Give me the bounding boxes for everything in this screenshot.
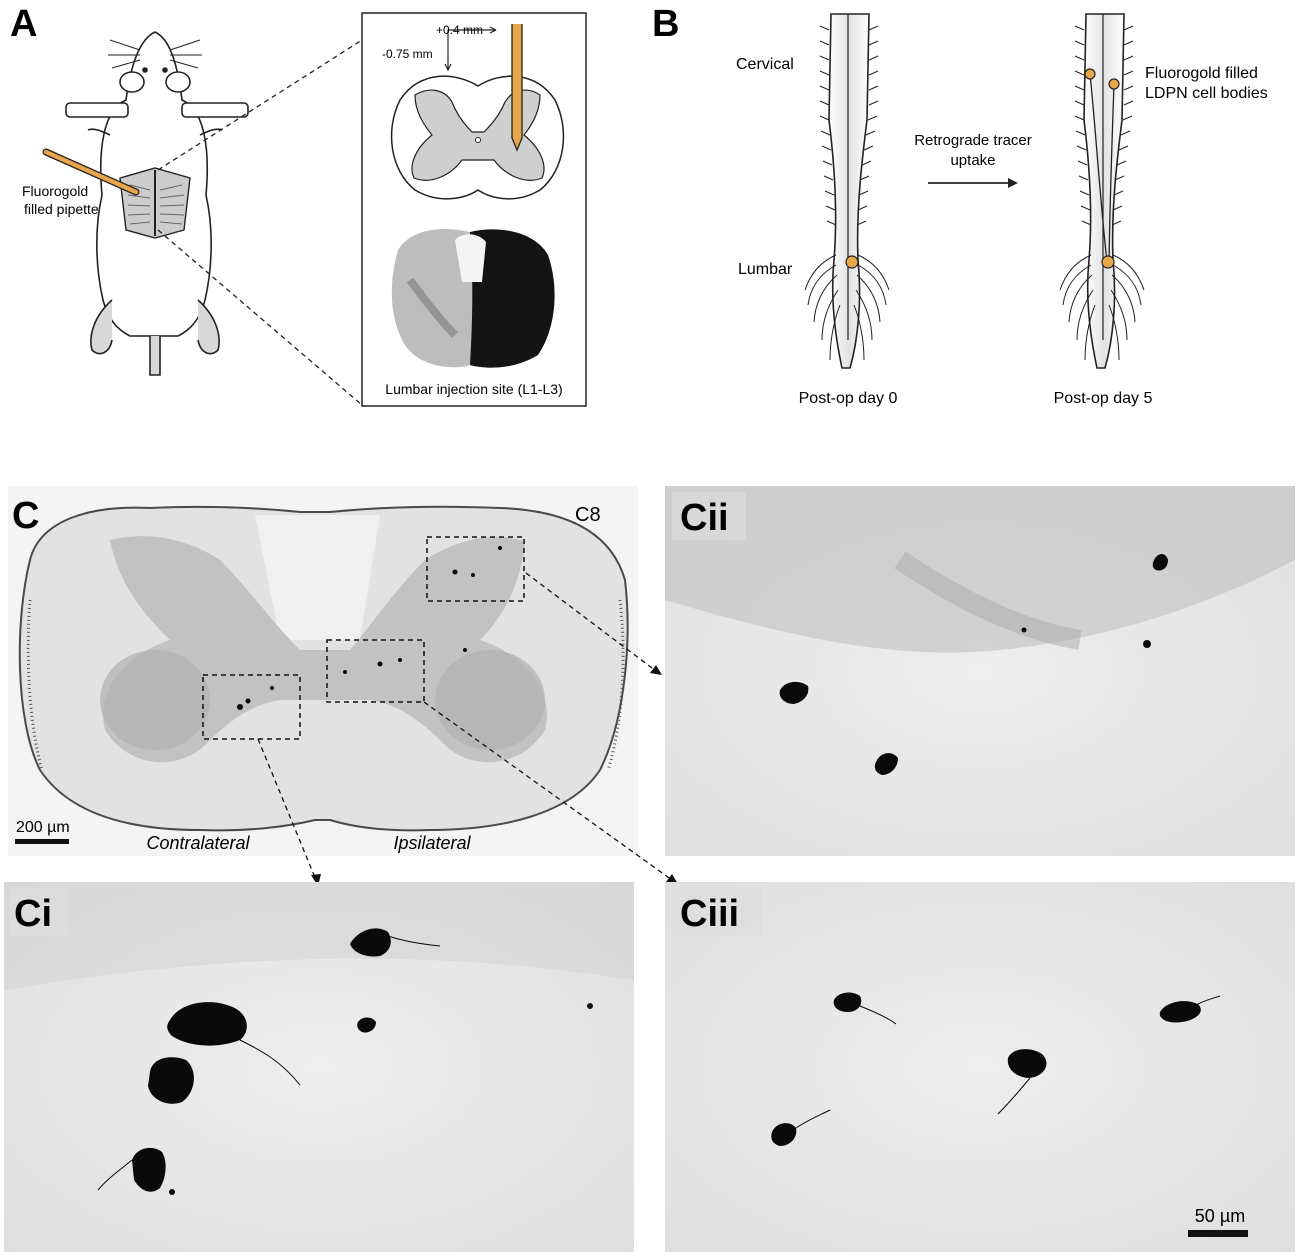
pointer-arrows [257, 572, 673, 881]
injection-cell-body-day5 [1101, 255, 1115, 269]
spinal-cord-day0 [804, 13, 890, 369]
ear-bar-right [181, 102, 249, 118]
c8-cross-section [18, 505, 629, 832]
panel-ci: Ci [4, 882, 634, 1252]
panel-ci-letter: Ci [14, 893, 52, 935]
dv-arrow [444, 44, 452, 72]
spinal-cord-day5 [1059, 13, 1145, 369]
panel-cii: Cii [665, 486, 1295, 856]
pipette-icon [42, 148, 140, 196]
scale-bar-200 [15, 839, 69, 844]
panel-b-letter: B [652, 3, 679, 45]
panel-b: B Cervical Lumbar Post-op day 0 Retrogra… [652, 3, 1268, 407]
panel-ciii-letter: Ciii [680, 893, 739, 935]
exposed-spine [119, 167, 191, 239]
panel-a: A [10, 3, 587, 407]
zoom-line-top [157, 39, 363, 171]
ciii-micrograph [665, 882, 1295, 1252]
ciii-letter-backdrop [672, 888, 762, 936]
arrowhead-ciii [666, 874, 678, 884]
roi-cii-box[interactable] [426, 536, 525, 602]
cervical-label: Cervical [736, 56, 794, 73]
panel-cii-letter: Cii [680, 497, 729, 539]
pipette-label-line2: filled pipette [24, 201, 99, 217]
panel-c: C C8 200 µm Contralateral Ipsilateral [8, 486, 678, 886]
inset-pipette-icon [511, 24, 523, 152]
ap-arrow [447, 26, 497, 44]
ear-bar-left [65, 102, 129, 118]
ldpn-cell-body-2 [1108, 78, 1120, 90]
coord-dv-label: -0.75 mm [382, 47, 433, 61]
arrowhead-cii [650, 665, 662, 675]
arrow-label-line2: uptake [950, 152, 995, 169]
lumbar-label: Lumbar [738, 261, 793, 278]
panel-ciii: Ciii 50 µm [665, 882, 1295, 1252]
filled-label-line2: LDPN cell bodies [1145, 85, 1268, 102]
contralateral-label: Contralateral [146, 833, 250, 853]
ci-letter-backdrop [10, 888, 68, 936]
filled-label-line1: Fluorogold filled [1145, 65, 1258, 82]
inset-caption: Lumbar injection site (L1-L3) [385, 381, 562, 397]
day0-label: Post-op day 0 [799, 390, 898, 407]
scale-bar-50 [1188, 1230, 1248, 1237]
roi-ciii-box[interactable] [326, 639, 425, 703]
panel-a-letter: A [10, 3, 37, 45]
injection-site-micrograph [391, 229, 555, 368]
arrow-label-line1: Retrograde tracer [914, 132, 1032, 149]
ldpn-cell-body-1 [1084, 68, 1096, 80]
coord-ap-label: +0.4 mm [436, 23, 483, 37]
arrow-icon [928, 178, 1018, 188]
roi-ci-box[interactable] [202, 674, 301, 740]
ipsilateral-label: Ipsilateral [393, 833, 471, 853]
day5-label: Post-op day 5 [1054, 390, 1153, 407]
scale-label-200: 200 µm [16, 819, 70, 836]
cord-cross-section-diagram [390, 75, 565, 200]
injection-cell-body-day0 [845, 255, 859, 269]
panel-c-letter: C [12, 495, 39, 537]
cii-letter-backdrop [672, 492, 746, 540]
segment-label: C8 [575, 504, 601, 526]
pipette-label-line1: Fluorogold [22, 183, 88, 199]
scale-label-50: 50 µm [1195, 1206, 1245, 1226]
